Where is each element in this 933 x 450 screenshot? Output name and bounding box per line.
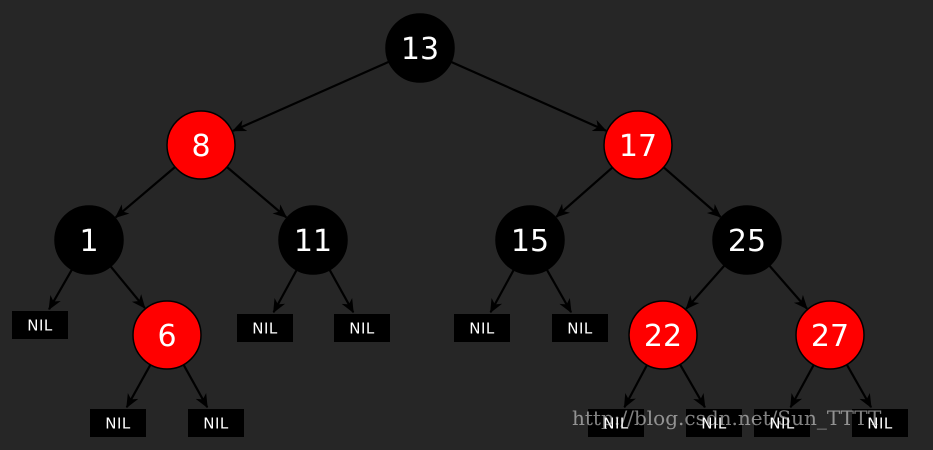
nil-box (686, 409, 742, 437)
nil-leaf: NIL (90, 409, 146, 437)
node-label: 1 (79, 224, 98, 259)
nil-box (588, 409, 644, 437)
nil-label: NIL (252, 320, 278, 338)
nil-leaf: NIL (588, 409, 644, 437)
tree-node-11: 11 (278, 205, 348, 275)
nil-label: NIL (701, 415, 727, 433)
edge-n11-nil_11R (328, 269, 355, 314)
nil-label: NIL (203, 415, 229, 433)
nil-label: NIL (469, 320, 495, 338)
nil-leaf: NIL (852, 409, 908, 437)
edge-n11-nil_11L (272, 269, 298, 314)
tree-node-25: 25 (712, 205, 782, 275)
nil-label: NIL (603, 415, 629, 433)
edge-n6-nil_6R (182, 364, 209, 409)
edge-n25-n22 (685, 264, 726, 310)
edge-n1-nil_1L (48, 268, 73, 311)
black-node-circle (712, 205, 782, 275)
red-node-circle (628, 300, 698, 370)
red-node-circle (132, 300, 202, 370)
node-label: 17 (619, 129, 657, 164)
edge-n22-nil_22R (679, 363, 706, 409)
edge-n13-n8 (232, 60, 390, 132)
edge-n15-nil_15L (489, 269, 515, 314)
edge-n15-nil_15R (545, 269, 573, 314)
tree-node-17: 17 (603, 110, 673, 180)
node-label: 27 (811, 319, 849, 354)
nil-box (188, 409, 244, 437)
nil-box (12, 311, 68, 339)
nil-box (334, 314, 390, 342)
watermark-text: http://blog.csdn.net/Sun_TTTT (572, 406, 882, 430)
black-node-circle (495, 205, 565, 275)
nil-leaf: NIL (686, 409, 742, 437)
tree-node-27: 27 (795, 300, 865, 370)
nil-box (90, 409, 146, 437)
nil-leaf: NIL (334, 314, 390, 342)
black-node-circle (278, 205, 348, 275)
red-node-circle (603, 110, 673, 180)
nil-box (454, 314, 510, 342)
nil-label: NIL (105, 415, 131, 433)
nil-label: NIL (567, 320, 593, 338)
edge-n13-n17 (450, 60, 607, 132)
tree-node-8: 8 (166, 110, 236, 180)
nil-label: NIL (27, 317, 53, 335)
edge-n25-n27 (768, 264, 808, 310)
nil-leaf: NIL (237, 314, 293, 342)
node-label: 11 (294, 224, 332, 259)
nil-leaf: NIL (188, 409, 244, 437)
edge-n1-n6 (109, 265, 146, 309)
nil-box (852, 409, 908, 437)
red-node-circle (795, 300, 865, 370)
edge-n8-n11 (226, 166, 288, 219)
nil-leaf: NIL (754, 409, 810, 437)
node-label: 22 (644, 319, 682, 354)
black-node-circle (54, 205, 124, 275)
node-label: 13 (401, 32, 439, 67)
nil-label: NIL (769, 415, 795, 433)
node-label: 8 (191, 129, 210, 164)
node-label: 6 (157, 319, 176, 354)
nil-leaf: NIL (552, 314, 608, 342)
node-label: 25 (728, 224, 766, 259)
nil-leaf: NIL (454, 314, 510, 342)
edge-n6-nil_6L (125, 364, 152, 409)
nil-leaves: NIL NIL NIL NIL NIL NIL NIL NIL NIL NIL NIL (12, 311, 908, 437)
tree-node-1: 1 (54, 205, 124, 275)
nil-box (552, 314, 608, 342)
edge-n27-nil_27L (789, 364, 815, 409)
nil-label: NIL (867, 415, 893, 433)
red-node-circle (166, 110, 236, 180)
edges (48, 60, 873, 409)
tree-node-15: 15 (495, 205, 565, 275)
tree-node-13: 13 (385, 13, 455, 83)
nil-leaf: NIL (12, 311, 68, 339)
node-label: 15 (511, 224, 549, 259)
edge-n17-n15 (555, 166, 614, 218)
edge-n17-n25 (662, 166, 722, 218)
nil-box (754, 409, 810, 437)
edge-n8-n1 (114, 166, 176, 219)
nil-box (237, 314, 293, 342)
black-node-circle (385, 13, 455, 83)
nil-label: NIL (349, 320, 375, 338)
tree-node-22: 22 (628, 300, 698, 370)
edge-n22-nil_22L (623, 364, 648, 409)
edge-n27-nil_27R (845, 364, 873, 409)
tree-node-6: 6 (132, 300, 202, 370)
